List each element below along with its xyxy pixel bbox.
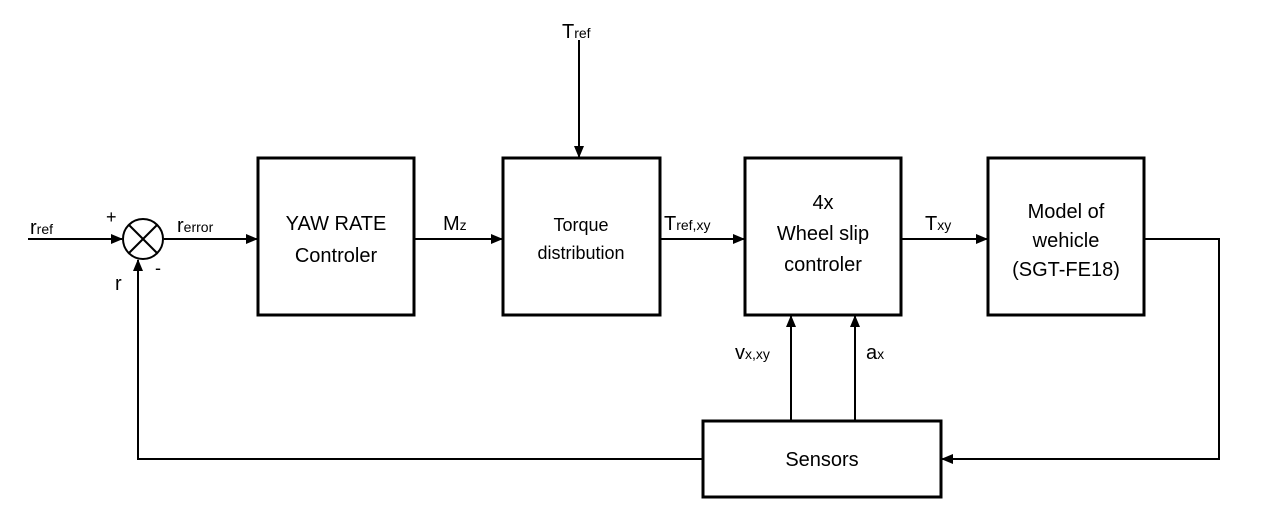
r-error-sub: error (184, 219, 214, 235)
m-z-label: Mz (443, 213, 467, 235)
a-x-sub: x (877, 346, 884, 362)
t-xy-sub: xy (937, 217, 951, 233)
vehicle-model-label-line2: wehicle (1032, 230, 1100, 252)
plus-sign: + (106, 207, 117, 227)
torque-distribution-label-line2: distribution (537, 243, 624, 263)
r-error-label: rerror (177, 215, 214, 237)
wheel-slip-controller-block: 4x Wheel slip controler (743, 156, 903, 317)
vehicle-model-block: Model of wehicle (SGT-FE18) (986, 156, 1146, 317)
t-ref-sub: ref (574, 25, 590, 41)
a-x-label: ax (866, 342, 884, 364)
t-ref-label: Tref (562, 21, 591, 43)
t-ref-main: T (562, 21, 574, 43)
t-xy-main: T (925, 213, 937, 235)
m-z-main: M (443, 213, 460, 235)
yaw-rate-controller-label-line1: YAW RATE (286, 213, 387, 235)
t-ref-xy-main: T (664, 213, 676, 235)
wheel-slip-controller-label-line3: controler (784, 254, 862, 276)
yaw-rate-controller-block: YAW RATE Controler (256, 156, 416, 317)
wheel-slip-controller-label-line2: Wheel slip (777, 223, 869, 245)
t-xy-label: Txy (925, 213, 951, 235)
feedback-r-arrow (133, 259, 703, 460)
m-z-sub: z (460, 217, 467, 233)
t-ref-xy-sub: ref,xy (676, 217, 710, 233)
vehicle-model-label-line1: Model of (1028, 201, 1105, 223)
v-x-xy-sub: x,xy (745, 346, 770, 362)
minus-sign: - (155, 258, 161, 278)
summing-junction (122, 218, 164, 260)
r-ref-sub: ref (37, 221, 53, 237)
r-ref-label: rref (30, 217, 53, 239)
torque-distribution-label-line1: Torque (553, 215, 608, 235)
r-error-main: r (177, 215, 184, 237)
vehicle-model-label-line3: (SGT-FE18) (1012, 259, 1120, 281)
sensors-label: Sensors (785, 449, 858, 471)
vehicle-to-sensors-arrow (941, 238, 1220, 464)
torque-distribution-block: Torque distribution (501, 156, 662, 317)
wheel-slip-controller-label-line1: 4x (812, 192, 833, 214)
r-feedback-label: r (115, 273, 122, 295)
sensors-block: Sensors (701, 419, 943, 499)
v-x-xy-label: vx,xy (735, 342, 770, 364)
a-x-main: a (866, 342, 878, 364)
v-x-xy-main: v (735, 342, 745, 364)
yaw-rate-controller-label-line2: Controler (295, 245, 378, 267)
r-ref-main: r (30, 217, 37, 239)
t-ref-xy-label: Tref,xy (664, 213, 710, 235)
